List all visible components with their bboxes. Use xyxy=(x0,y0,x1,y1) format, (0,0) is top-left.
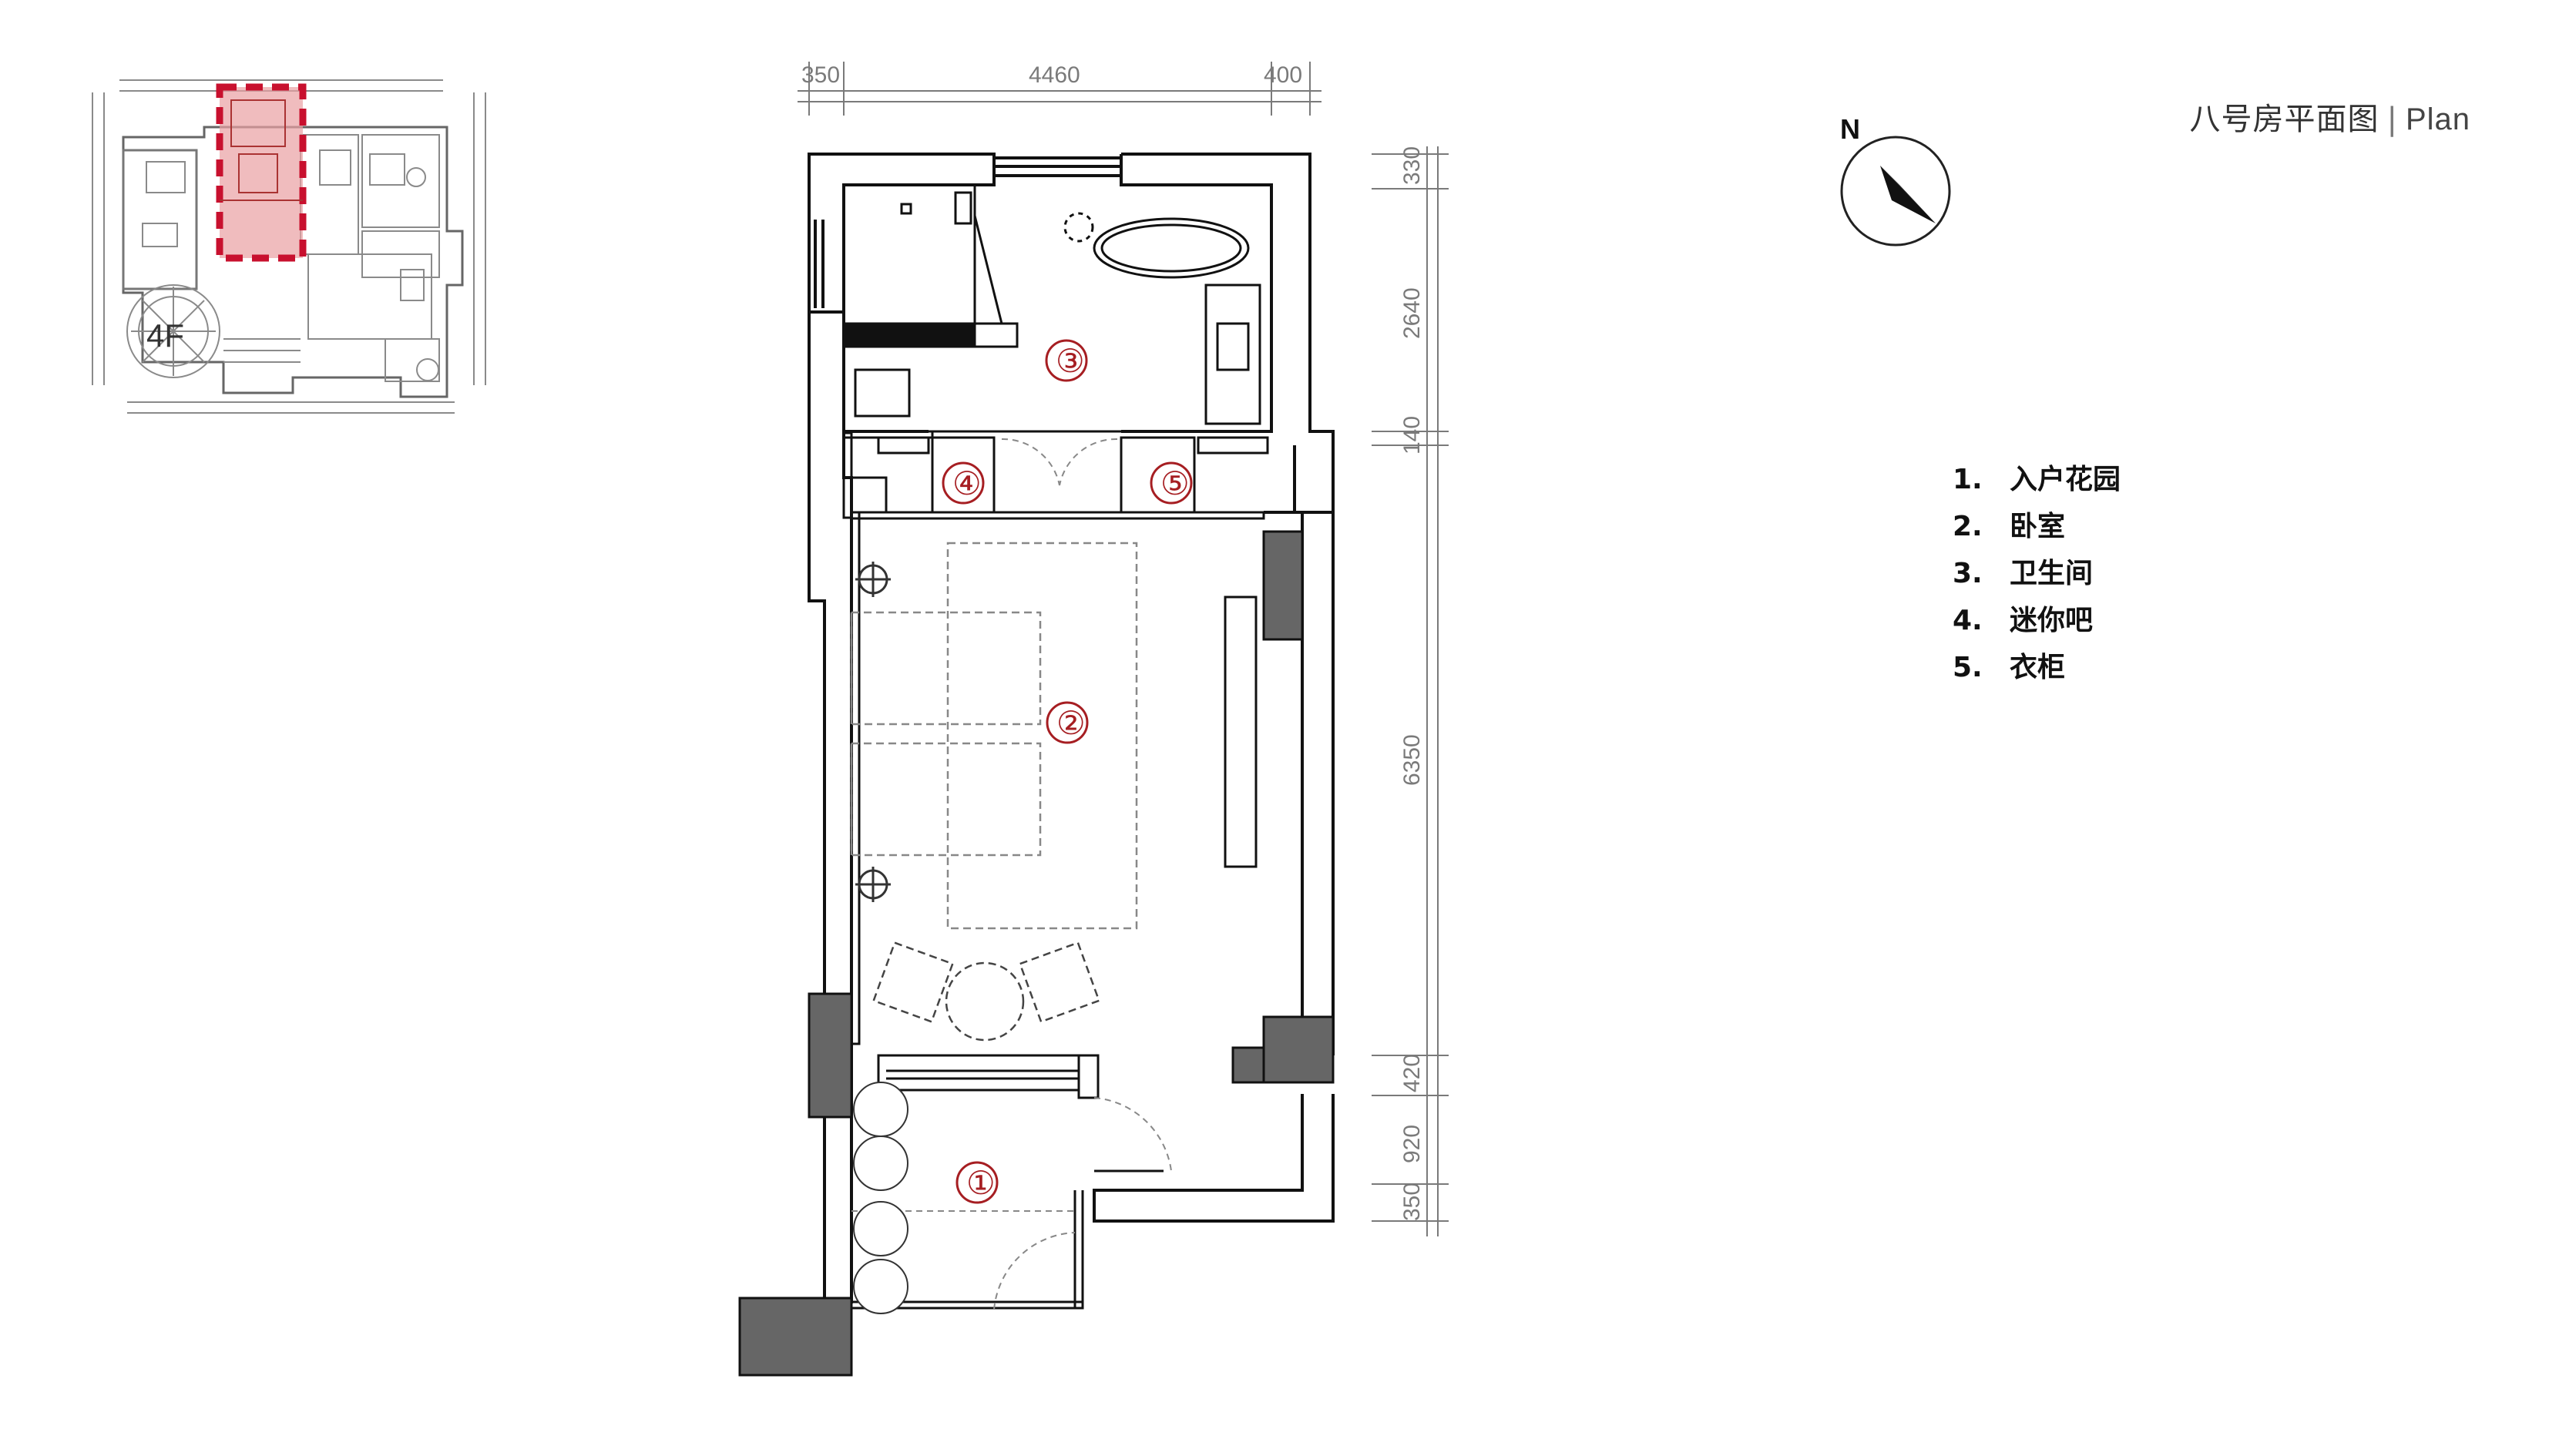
room-marker-1: ① xyxy=(966,1165,996,1201)
title-sub: Plan xyxy=(2405,102,2470,136)
dim-right-5: 420 xyxy=(1399,1054,1425,1092)
north-label: N xyxy=(1840,113,1860,145)
bedside-lamps xyxy=(855,562,891,902)
bedroom-furniture xyxy=(850,542,1138,930)
legend-item: 2. 卧室 xyxy=(1953,503,2121,550)
room-marker-2: ② xyxy=(1056,705,1086,741)
legend-number: 3. xyxy=(1953,558,1983,589)
legend-label: 卧室 xyxy=(2010,511,2066,542)
key-plan xyxy=(92,79,486,414)
dim-right-3: 140 xyxy=(1399,416,1425,455)
lounge-furniture xyxy=(872,941,1100,1042)
garden-shrubs xyxy=(853,1082,908,1314)
title-main: 八号房平面图 xyxy=(2189,102,2379,137)
room-markers: ① ② ③ ④ ⑤ xyxy=(942,339,1193,1204)
dim-top-3: 400 xyxy=(1264,62,1302,88)
legend-number: 5. xyxy=(1953,652,1983,683)
top-dimension-lines xyxy=(798,62,1322,116)
main-plan xyxy=(738,153,1335,1377)
room-marker-5: ⑤ xyxy=(1160,465,1190,502)
legend-number: 4. xyxy=(1953,605,1983,636)
legend-label: 卫生间 xyxy=(2010,558,2094,589)
floor-label: 4F xyxy=(146,317,184,354)
dim-right-2: 2640 xyxy=(1399,287,1425,339)
keyplan-highlight-details xyxy=(220,99,303,201)
legend-item: 3. 卫生间 xyxy=(1953,550,2121,597)
north-arrow xyxy=(1840,136,1951,247)
dim-top-1: 350 xyxy=(801,62,840,88)
title-separator: | xyxy=(2386,102,2398,137)
legend-item: 5. 衣柜 xyxy=(1953,644,2121,691)
right-dimension-labels: 330 2640 140 6350 420 920 350 xyxy=(1399,146,1425,1221)
interior-walls xyxy=(842,183,1271,1310)
room-legend: 1. 入户花园 2. 卧室 3. 卫生间 4. 迷你吧 5. 衣柜 xyxy=(1953,456,2121,691)
legend-item: 1. 入户花园 xyxy=(1953,456,2121,503)
dim-top-2: 4460 xyxy=(1029,62,1080,88)
legend-label: 衣柜 xyxy=(2010,652,2066,683)
keyplan-highlight xyxy=(216,83,307,262)
legend-label: 迷你吧 xyxy=(2010,605,2094,636)
dim-right-6: 920 xyxy=(1399,1125,1425,1163)
legend-number: 2. xyxy=(1953,511,1983,542)
room-marker-3: ③ xyxy=(1056,343,1085,379)
right-dimension-lines xyxy=(1372,146,1449,1236)
dim-right-7: 350 xyxy=(1399,1183,1425,1221)
legend-item: 4. 迷你吧 xyxy=(1953,597,2121,644)
dim-right-4: 6350 xyxy=(1399,734,1425,786)
legend-number: 1. xyxy=(1953,464,1983,495)
legend-label: 入户花园 xyxy=(2010,464,2121,495)
room-marker-4: ④ xyxy=(952,465,982,502)
page-title: 八号房平面图|Plan xyxy=(2189,94,2470,139)
dim-right-1: 330 xyxy=(1399,146,1425,185)
structural-columns xyxy=(738,530,1335,1377)
